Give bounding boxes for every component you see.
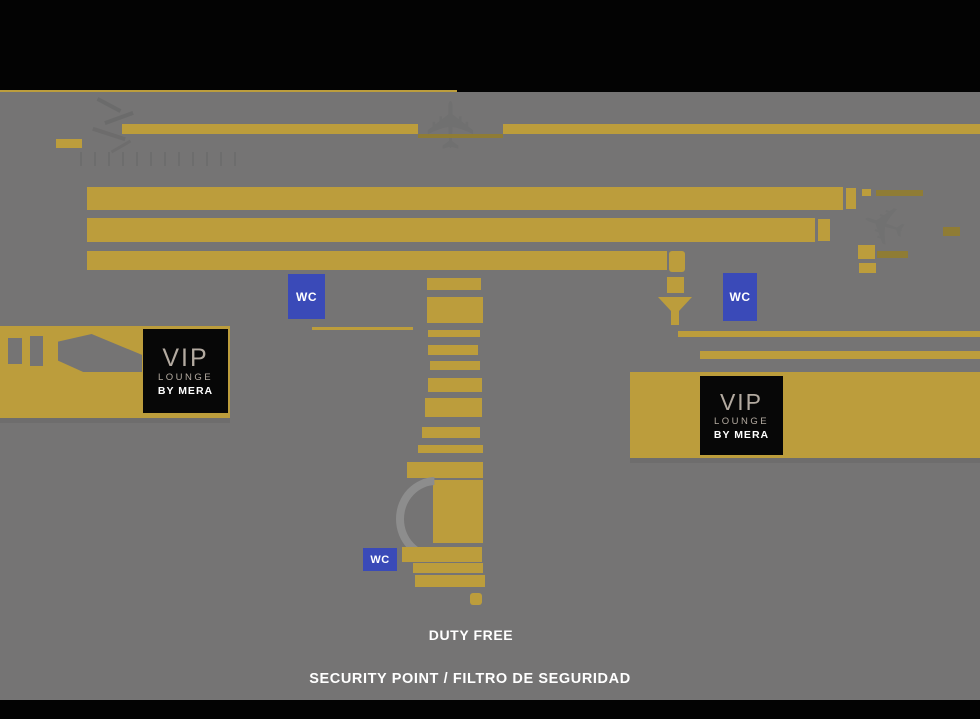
upper-concourse-strip [503,124,980,134]
shop-block [427,297,483,323]
concourse-bar-3-end [669,251,685,272]
wc-label: WC [729,290,751,304]
map-speck [862,189,871,196]
plane-icon: ✈ [414,97,489,153]
map-speck [877,251,908,258]
concourse-bar-1-end [846,188,856,209]
concourse-bar-2-end [818,219,830,241]
concourse-bar-3 [87,251,667,270]
vip-logo-name: VIP [719,389,764,416]
vip-logo-name: VIP [162,343,209,372]
security-point-label: SECURITY POINT / FILTRO DE SEGURIDAD [309,671,631,687]
colonnade-ticks [80,152,238,166]
header-gold-divider [0,90,457,92]
shop-block [415,575,485,587]
shop-block [428,345,478,355]
vip-logo-sub: LOUNGE [713,415,770,427]
shop-block-large [433,480,483,543]
shop-block [428,378,482,392]
escalator-icon [92,126,126,142]
vip-logo-brand: BY MERA [713,428,770,441]
wc-label: WC [296,289,317,304]
wc-badge: WC [723,273,757,321]
vip-logo-sub: LOUNGE [157,372,214,384]
funnel-icon [658,277,692,325]
concourse-bar-1 [87,187,843,210]
vip-logo-brand: BY MERA [157,385,214,398]
counter-line [312,327,413,330]
wc-label: WC [370,553,390,566]
shadow-line [0,418,230,423]
escalator-icon [96,97,122,113]
gold-dash [56,139,82,148]
concourse-bar-2 [87,218,815,242]
shop-block [413,563,483,573]
top-header-band [0,0,980,92]
map-speck [859,263,876,273]
map-cutout [8,338,22,364]
map-speck [943,227,960,236]
shop-block [430,361,480,370]
shop-block [418,445,483,453]
shadow-line [630,458,980,463]
shop-block [407,462,483,478]
vip-area-right [630,372,980,458]
upper-strip-bridge [418,134,503,138]
shop-block [425,398,482,417]
map-speck [858,245,875,259]
gold-strip [700,351,980,359]
wc-badge: WC [363,548,397,571]
wc-badge: WC [288,274,325,319]
duty-free-label: DUTY FREE [428,627,514,643]
shop-block [470,593,482,605]
vip-lounge-logo: VIP LOUNGE BY MERA [700,376,783,455]
shop-block [428,330,480,337]
shop-block [422,427,480,438]
vip-lounge-logo: VIP LOUNGE BY MERA [143,329,228,413]
upper-concourse-strip [122,124,418,134]
shop-block [427,278,481,290]
map-cutout [30,336,43,366]
gold-strip [678,331,980,337]
map-speck [876,190,923,196]
bottom-footer-band [0,700,980,719]
shop-block [402,547,482,562]
